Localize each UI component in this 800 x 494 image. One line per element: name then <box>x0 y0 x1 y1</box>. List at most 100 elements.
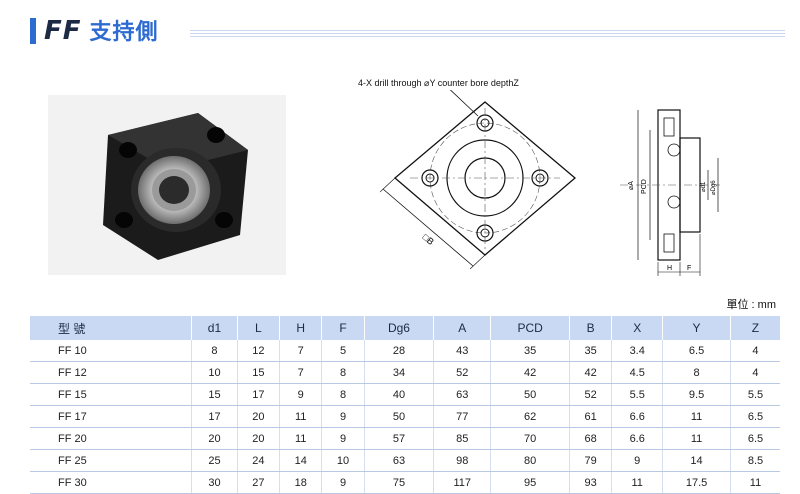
table-cell: 10 <box>191 361 238 384</box>
table-cell: 93 <box>569 471 613 494</box>
dimension-b-label: □B <box>421 232 436 247</box>
column-header: PCD <box>490 316 570 340</box>
table-cell: 9 <box>321 405 365 428</box>
dimension-f-label: F <box>687 265 691 272</box>
model-cell: FF 30 <box>30 471 193 494</box>
table-cell: 9 <box>321 471 365 494</box>
column-header: 型 號 <box>30 316 193 340</box>
table-cell: 52 <box>433 361 492 384</box>
unit-label: 單位 : mm <box>726 299 777 311</box>
table-cell: 6.6 <box>611 427 664 450</box>
table-cell: 11 <box>730 471 780 494</box>
table-cell: 11 <box>662 427 731 450</box>
table-cell: 20 <box>191 427 238 450</box>
table-cell: 17 <box>191 405 238 428</box>
dimension-dg6-label: ⌀Dg6 <box>711 180 717 195</box>
model-cell: FF 25 <box>30 449 193 472</box>
table-cell: 14 <box>662 449 731 472</box>
model-cell: FF 10 <box>30 340 193 362</box>
table-cell: 3.4 <box>611 340 664 362</box>
table-cell: 62 <box>490 405 570 428</box>
column-header: Z <box>730 316 780 340</box>
table-cell: 61 <box>569 405 613 428</box>
table-cell: 25 <box>191 449 238 472</box>
dimension-a-label: ⌀A <box>628 181 635 190</box>
table-cell: 63 <box>364 449 435 472</box>
table-cell: 5 <box>321 340 365 362</box>
table-cell: 12 <box>237 340 281 362</box>
model-cell: FF 12 <box>30 361 193 384</box>
dimension-pcd-label: PCD <box>641 179 648 194</box>
table-cell: 15 <box>237 361 281 384</box>
column-header: A <box>433 316 492 340</box>
table-cell: 4 <box>730 340 780 362</box>
table-cell: 4.5 <box>611 361 664 384</box>
product-name: 支持側 <box>89 19 159 44</box>
table-cell: 34 <box>364 361 435 384</box>
table-cell: 28 <box>364 340 435 362</box>
table-cell: 8 <box>321 383 365 406</box>
table-cell: 40 <box>364 383 435 406</box>
dimension-h-label: H <box>667 265 672 272</box>
table-cell: 4 <box>730 361 780 384</box>
table-cell: 9.5 <box>662 383 731 406</box>
table-cell: 8 <box>191 340 238 362</box>
model-cell: FF 17 <box>30 405 193 428</box>
table-cell: 9 <box>321 427 365 450</box>
column-header: X <box>611 316 664 340</box>
column-header: Dg6 <box>364 316 435 340</box>
table-cell: 8 <box>662 361 731 384</box>
table-cell: 20 <box>237 427 281 450</box>
table-cell: 95 <box>490 471 570 494</box>
table-header-row: 型 號 d1 L H F Dg6 A PCD B X Y Z <box>30 316 780 340</box>
table-cell: 80 <box>490 449 570 472</box>
title-underline <box>190 30 785 38</box>
table-cell: 15 <box>191 383 238 406</box>
table-cell: 20 <box>237 405 281 428</box>
table-cell: 85 <box>433 427 492 450</box>
model-cell: FF 15 <box>30 383 193 406</box>
table-cell: 11 <box>662 405 731 428</box>
bearing-support-image <box>103 113 248 260</box>
table-cell: 18 <box>279 471 323 494</box>
table-cell: 117 <box>433 471 492 494</box>
table-cell: 17.5 <box>662 471 731 494</box>
product-photo <box>48 95 286 275</box>
table-cell: 5.5 <box>730 383 780 406</box>
table-cell: 77 <box>433 405 492 428</box>
table-cell: 6.6 <box>611 405 664 428</box>
table-cell: 68 <box>569 427 613 450</box>
table-cell: 35 <box>490 340 570 362</box>
column-header: d1 <box>191 316 238 340</box>
table-cell: 6.5 <box>730 427 780 450</box>
table-cell: 9 <box>279 383 323 406</box>
product-code: FF <box>44 16 82 46</box>
column-header: H <box>279 316 323 340</box>
drill-note: 4-X drill through ⌀Y counter bore depthZ <box>358 78 519 88</box>
column-header: B <box>569 316 613 340</box>
table-cell: 75 <box>364 471 435 494</box>
table-cell: 42 <box>569 361 613 384</box>
table-cell: 6.5 <box>662 340 731 362</box>
table-cell: 17 <box>237 383 281 406</box>
column-header: F <box>321 316 365 340</box>
table-cell: 50 <box>490 383 570 406</box>
column-header: L <box>237 316 281 340</box>
table-cell: 7 <box>279 361 323 384</box>
page-title: FF 支持側 <box>44 14 159 46</box>
title-accent-bar <box>30 18 36 44</box>
table-cell: 8.5 <box>730 449 780 472</box>
table-cell: 7 <box>279 340 323 362</box>
table-cell: 43 <box>433 340 492 362</box>
table-cell: 30 <box>191 471 238 494</box>
table-cell: 79 <box>569 449 613 472</box>
side-view-drawing: ⌀A PCD ⌀d1 ⌀Dg6 H F <box>620 109 720 276</box>
front-view-drawing: □B <box>380 90 577 270</box>
table-cell: 27 <box>237 471 281 494</box>
